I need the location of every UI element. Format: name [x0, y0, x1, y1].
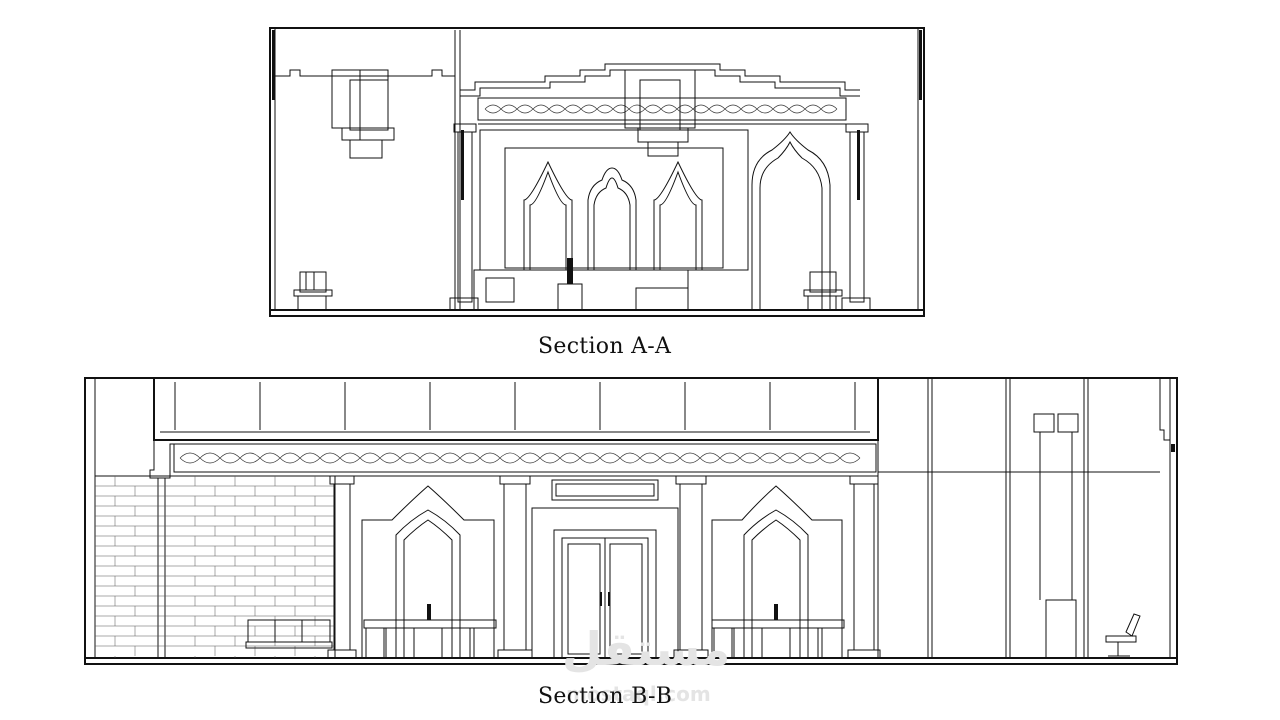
- arch-window-3: [653, 160, 703, 270]
- chair-right: [803, 271, 843, 310]
- arch-niche-right: [711, 485, 843, 658]
- double-door: [531, 479, 679, 659]
- column-right: [841, 123, 871, 311]
- sofa-center: [473, 258, 689, 311]
- column-b-1: [327, 475, 357, 659]
- column-b-2: [497, 475, 533, 659]
- ornamental-frieze-b: [173, 443, 877, 473]
- bench: [245, 619, 333, 649]
- section-a-a-drawing: [269, 27, 925, 317]
- section-b-b-drawing: [84, 377, 1178, 665]
- arch-window-2: [587, 167, 637, 270]
- column-b-4: [847, 475, 881, 659]
- arch-niche-left: [361, 485, 495, 658]
- section-a-a-caption: Section A-A: [538, 334, 672, 359]
- brick-wall: [94, 475, 336, 659]
- dining-set-right: [711, 604, 845, 659]
- pendant-light-left: [331, 69, 395, 159]
- chair-left: [293, 271, 333, 310]
- arch-window-1: [523, 160, 573, 270]
- column-left: [449, 123, 479, 311]
- arch-opening-right: [751, 131, 831, 310]
- ceiling-glazing: [174, 382, 856, 430]
- ornamental-frieze: [477, 97, 847, 121]
- section-b-b-caption: Section B-B: [538, 684, 673, 709]
- office-chair: [1105, 613, 1141, 657]
- glazed-wall: [877, 378, 1160, 658]
- watermark-url: mostaql.com: [566, 682, 711, 706]
- dining-set-left: [363, 604, 497, 659]
- column-b-3: [673, 475, 709, 659]
- tall-cabinet: [1033, 413, 1079, 659]
- watermark-logo: مستقل: [562, 622, 731, 676]
- section-a-a-frame: [269, 27, 925, 317]
